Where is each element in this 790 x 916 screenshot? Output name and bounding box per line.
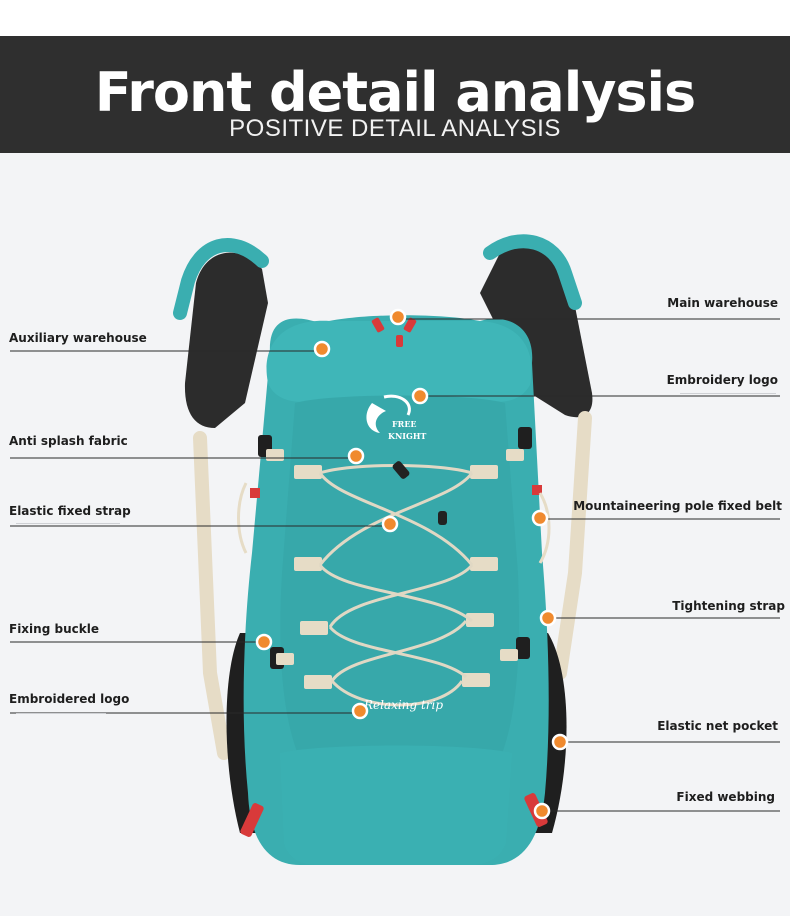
callout-markers	[255, 308, 569, 820]
callout-label-elastic-fixed-strap: Elastic fixed strap	[9, 504, 131, 518]
callout-lines	[10, 318, 780, 812]
relaxing-trip-embroidery: Relaxing trip	[363, 698, 443, 712]
callout-label-fixed-webbing: Fixed webbing	[676, 790, 775, 804]
callout-label-tightening-strap: Tightening strap	[672, 599, 785, 613]
underline-decoration	[16, 523, 120, 524]
free-knight-logo: FREE KNIGHT	[366, 394, 426, 441]
callout-label-embroidered-logo: Embroidered logo	[9, 692, 130, 706]
zipper-pull-lid	[396, 335, 403, 347]
zipper-pull-right	[403, 317, 417, 333]
page-subtitle: POSITIVE DETAIL ANALYSIS	[229, 115, 561, 142]
callout-label-anti-splash-fabric: Anti splash fabric	[9, 434, 128, 448]
left-red-tab	[250, 488, 260, 498]
left-shoulder-strap	[184, 252, 268, 428]
right-shoulder-strap-edge	[483, 234, 582, 310]
callout-label-embroidery-logo: Embroidery logo	[666, 373, 778, 387]
cord-lock	[392, 461, 410, 479]
webbing-loops	[266, 449, 524, 689]
underline-decoration	[680, 393, 776, 394]
left-hanging-webbing	[193, 431, 231, 760]
lower-panel	[280, 745, 512, 865]
right-lower-buckle	[516, 637, 530, 659]
header-banner: Front detail analysis POSITIVE DETAIL AN…	[0, 36, 790, 153]
svg-text:KNIGHT: KNIGHT	[388, 431, 426, 441]
left-pole-loop	[237, 482, 248, 554]
callout-label-elastic-net-pocket: Elastic net pocket	[657, 719, 778, 733]
callout-label-fixing-buckle: Fixing buckle	[9, 622, 99, 636]
left-shoulder-strap-edge	[173, 238, 269, 320]
page-title: Front detail analysis	[94, 61, 696, 124]
svg-text:FREE: FREE	[392, 419, 417, 429]
underline-decoration	[16, 713, 106, 714]
zipper-pull-left	[371, 317, 385, 333]
backpack-illustration: FREE KNIGHT Relaxing trip	[10, 234, 780, 865]
top-margin	[0, 0, 790, 36]
callout-label-mountaineering-pole-fixed-belt: Mountaineering pole fixed belt	[573, 499, 782, 513]
right-hanging-webbing	[553, 411, 592, 680]
cord-lock-lower	[438, 511, 447, 525]
right-pole-loop	[538, 492, 551, 564]
callout-label-auxiliary-warehouse: Auxiliary warehouse	[9, 331, 147, 345]
left-bottom-loop	[240, 803, 264, 837]
backpack-lid	[266, 320, 532, 403]
product-stage: FREE KNIGHT Relaxing trip	[0, 153, 790, 916]
right-red-tab	[532, 485, 542, 495]
callout-label-main-warehouse: Main warehouse	[667, 296, 778, 310]
right-upper-buckle	[518, 427, 532, 449]
